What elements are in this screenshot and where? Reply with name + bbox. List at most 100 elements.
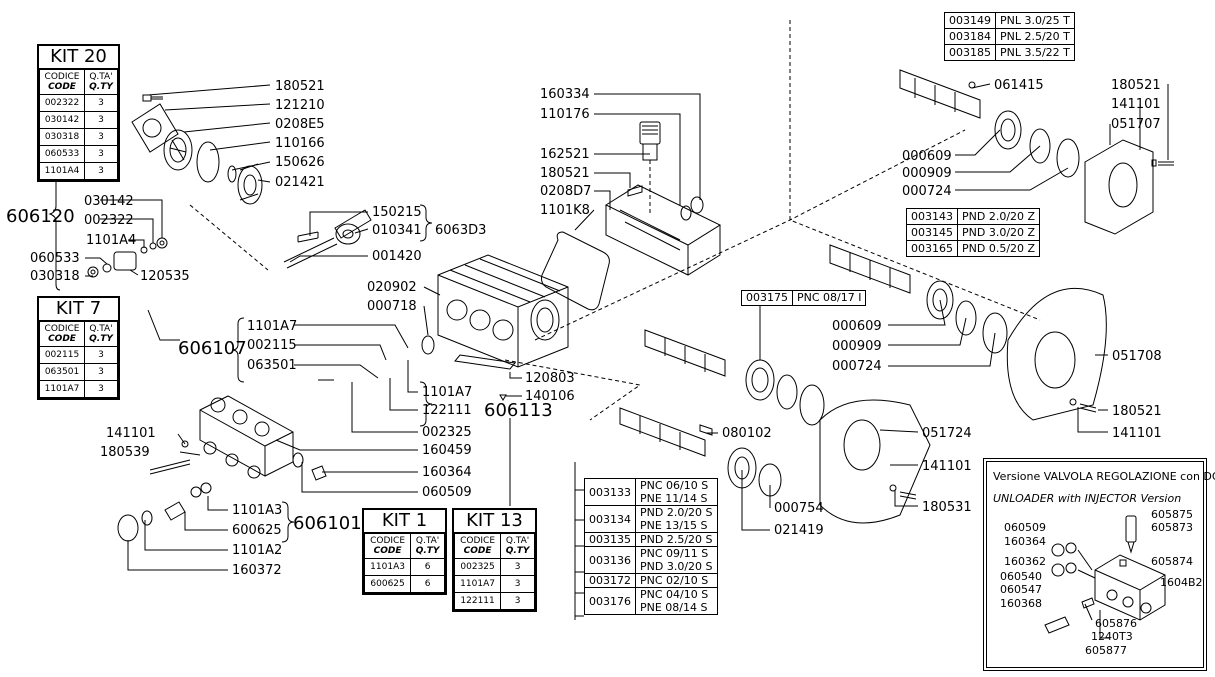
cell-code: 002325 [453, 558, 502, 576]
cell-qty: 3 [500, 575, 535, 593]
col-qty-en: Q.TY [89, 82, 113, 92]
cell-model: PNC 02/10 S [635, 573, 718, 588]
cell-model: PND 0.5/20 Z [956, 240, 1041, 257]
col-code: CODICE [44, 72, 80, 82]
part-label: 160372 [232, 563, 282, 578]
col-code: CODICE [370, 536, 406, 546]
part-label: 000909 [832, 339, 882, 354]
shaft-mid-group [829, 244, 1107, 421]
part-label: 000718 [367, 299, 417, 314]
part-label: 1101A7 [247, 319, 297, 334]
col-code: CODICE [44, 324, 80, 334]
variant-part-label: 605875 [1151, 508, 1193, 521]
part-label: 061415 [994, 78, 1044, 93]
col-qty-en: Q.TY [505, 546, 530, 556]
kit13-title: KIT 13 [454, 510, 535, 533]
cell-code: 003176 [584, 587, 636, 615]
crankcase [421, 254, 569, 401]
inset-subtitle: UNLOADER with INJECTOR Version [993, 492, 1182, 505]
part-label: 120803 [525, 371, 575, 386]
part-label: 141101 [1111, 97, 1161, 112]
cell-code: 122111 [453, 592, 502, 610]
cell-model: PNC 08/17 I [791, 290, 867, 306]
variant-part-label: 1240T3 [1091, 630, 1133, 643]
variant-part-label: 605876 [1095, 617, 1137, 630]
cell-code: 1101A7 [39, 380, 85, 398]
cell-code: 063501 [39, 363, 85, 381]
part-label: 6063D3 [435, 223, 486, 238]
cell-code: 002322 [39, 94, 85, 112]
leader-lines [85, 83, 1169, 571]
part-label: 121210 [275, 98, 325, 113]
oil-cover [541, 121, 722, 311]
part-label: 180539 [100, 445, 150, 460]
part-label: 180521 [275, 79, 325, 94]
col-qty: Q.TA' [505, 536, 530, 546]
part-label: 180521 [540, 166, 590, 181]
cell-model: PND 2.5/20 S [635, 532, 718, 547]
part-label: 030318 [30, 269, 80, 284]
cell-qty: 3 [500, 592, 535, 610]
cell-code: 003175 [741, 290, 793, 306]
part-label: 160459 [422, 443, 472, 458]
assembly-axes [189, 20, 1041, 421]
variant-part-label: 160362 [1004, 555, 1046, 568]
col-qty: Q.TA' [89, 72, 113, 82]
col-qty: Q.TA' [89, 324, 113, 334]
col-qty-en: Q.TY [415, 546, 440, 556]
part-label: 180521 [1111, 78, 1161, 93]
cell-code: 1101A7 [453, 575, 502, 593]
part-label: 160334 [540, 87, 590, 102]
cell-qty: 3 [500, 558, 535, 576]
cell-code: 003172 [584, 573, 636, 588]
unloader-injector-inset: Versione VALVOLA REGOLAZIONE con DOSATOR… [983, 458, 1215, 671]
part-label: 051724 [922, 426, 972, 441]
variant-part-label: 160368 [1000, 597, 1042, 610]
part-label: 160364 [422, 465, 472, 480]
part-label: 000724 [902, 184, 952, 199]
part-label: 0208D7 [540, 184, 591, 199]
cell-code: 003145 [906, 224, 958, 241]
cell-qty: 3 [84, 162, 118, 180]
part-label: 002325 [422, 425, 472, 440]
cell-model: PND 3.0/20 Z [956, 224, 1041, 241]
col-code-en: CODE [463, 546, 492, 556]
part-label: 000724 [832, 359, 882, 374]
part-label: 162521 [540, 147, 590, 162]
variant-part-label: 605873 [1151, 521, 1193, 534]
kit1-title: KIT 1 [364, 510, 445, 533]
variant-part-label: 160364 [1004, 535, 1046, 548]
variant-part-label: 060509 [1004, 521, 1046, 534]
part-label: 060509 [422, 485, 472, 500]
part-label: 021419 [774, 523, 824, 538]
kit1-ref: 606101 [293, 513, 362, 534]
inset-title: Versione VALVOLA REGOLAZIONE con DOSATOR… [993, 470, 1215, 483]
part-label: 021421 [275, 175, 325, 190]
part-label: 0208E5 [275, 117, 325, 132]
part-label: 150626 [275, 155, 325, 170]
kit-braces [48, 59, 584, 620]
cell-qty: 3 [84, 128, 118, 146]
part-label: 060533 [30, 251, 80, 266]
kit20-ref: 606120 [6, 206, 75, 227]
